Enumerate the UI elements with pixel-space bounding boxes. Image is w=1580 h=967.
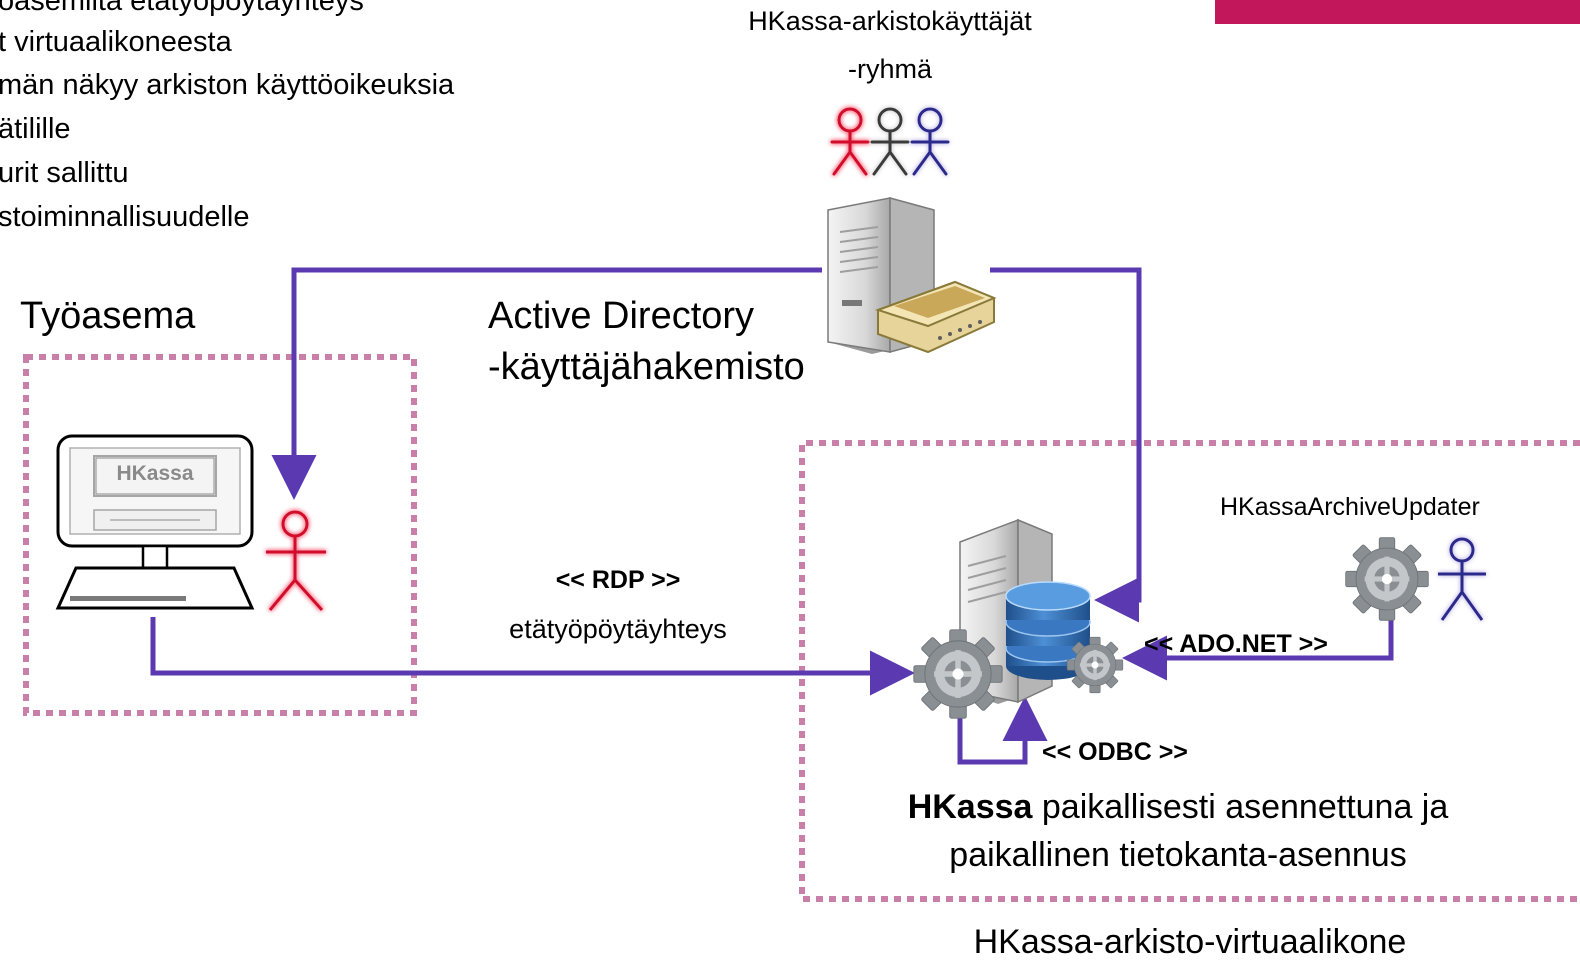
user-group-icon — [830, 107, 950, 176]
odbc-arrow — [957, 696, 1048, 765]
rdp-description: etätyöpöytäyhteys — [509, 614, 727, 644]
odbc-protocol-label: << ODBC >> — [1042, 738, 1188, 766]
list-item: t virtuaalikoneesta — [0, 26, 232, 58]
person-icon — [910, 107, 950, 176]
group-title: HKassa-arkistokäyttäjät — [748, 6, 1032, 36]
workstation-title: Työasema — [20, 295, 196, 337]
vm-description-line2: paikallinen tietokanta-asennus — [949, 836, 1407, 874]
rdp-arrow — [150, 617, 915, 696]
ad-to-vm-arrow — [990, 267, 1142, 623]
rdp-protocol-label: << RDP >> — [555, 566, 681, 594]
list-item: oasemilta etätyöpöytäyhteys — [0, 0, 364, 17]
active-directory-server-icon — [827, 197, 997, 354]
list-item: urit sallittu — [0, 157, 129, 189]
group-subtitle: -ryhmä — [847, 54, 932, 84]
adonet-arrow — [1122, 606, 1394, 681]
vm-description-app: HKassa — [907, 788, 1033, 826]
vm-name: HKassa-arkisto-virtuaalikone — [973, 923, 1407, 961]
database-icon — [1005, 581, 1091, 680]
list-item: ätilille — [0, 113, 71, 145]
list-item: män näkyy arkiston käyttöoikeuksia — [0, 69, 455, 101]
archive-updater-label: HKassaArchiveUpdater — [1220, 493, 1480, 521]
computer-monitor-icon — [55, 434, 255, 610]
list-item: stoiminnallisuudelle — [0, 201, 250, 233]
gear-icon — [1345, 537, 1429, 621]
header-accent-bar — [1215, 0, 1580, 24]
vm-description-rest: paikallisesti asennettuna ja — [1032, 788, 1449, 826]
active-directory-subtitle: -käyttäjähakemisto — [488, 346, 805, 388]
ad-to-workstation-arrow — [271, 267, 822, 500]
adonet-protocol-label: << ADO.NET >> — [1144, 630, 1328, 658]
person-icon — [830, 107, 870, 176]
person-icon — [1438, 537, 1486, 621]
screen-app-label: HKassa — [116, 462, 194, 485]
person-icon — [266, 510, 326, 612]
vm-description: HKassa paikallisesti asennettuna ja — [802, 790, 1554, 824]
connectors — [150, 267, 1394, 765]
gear-icon — [1066, 636, 1124, 694]
workstation-boundary — [23, 354, 417, 716]
active-directory-title: Active Directory — [488, 295, 755, 337]
person-icon — [870, 107, 910, 176]
gear-icon — [913, 629, 1003, 719]
